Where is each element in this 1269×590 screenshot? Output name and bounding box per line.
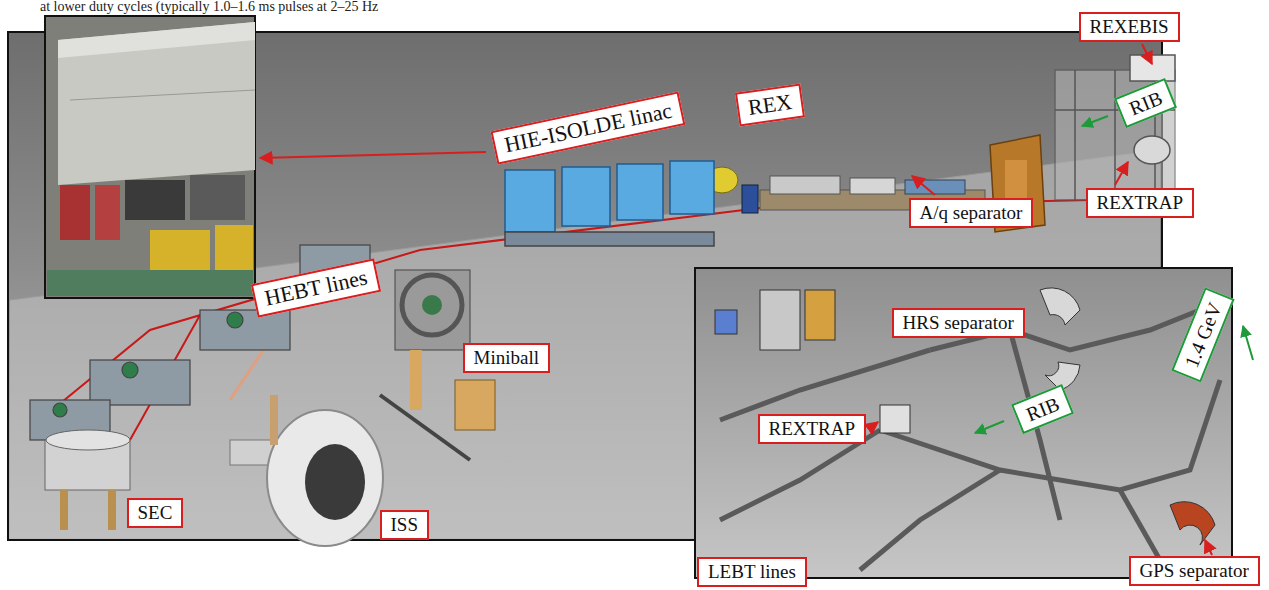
iss-solenoid xyxy=(230,395,383,546)
label-text: REXEBIS xyxy=(1090,16,1169,39)
label-text: HRS separator xyxy=(903,312,1014,335)
label-text: REX xyxy=(746,89,793,121)
component-label: LEBT lines xyxy=(697,557,807,588)
sec-chamber xyxy=(45,430,130,530)
label-text: LEBT lines xyxy=(708,561,796,584)
component-label: HRS separator xyxy=(892,308,1025,339)
cryomodule-photo xyxy=(45,16,255,298)
label-text: SEC xyxy=(138,502,173,525)
component-label: GPS separator xyxy=(1129,556,1260,587)
component-label: ISS xyxy=(380,510,429,541)
component-label: Miniball xyxy=(463,343,550,374)
leader-arrows xyxy=(260,44,1253,555)
component-label: SEC xyxy=(127,498,184,529)
component-label: REXTRAP xyxy=(1086,188,1195,219)
separator-inset xyxy=(695,268,1232,578)
cryomodules xyxy=(505,161,714,246)
component-label: A/q separator xyxy=(909,198,1034,229)
caption-fragment: at lower duty cycles (typically 1.0–1.6 … xyxy=(40,0,378,15)
label-text: ISS xyxy=(391,514,418,537)
label-text: A/q separator xyxy=(920,202,1023,225)
component-label: REXEBIS xyxy=(1079,12,1180,43)
label-text: REXTRAP xyxy=(1097,192,1184,215)
label-text: Miniball xyxy=(474,347,539,370)
rexebis-platform xyxy=(1055,55,1175,200)
label-text: REXTRAP xyxy=(769,418,856,441)
component-label: REXTRAP xyxy=(758,414,867,445)
label-text: GPS separator xyxy=(1140,560,1249,583)
